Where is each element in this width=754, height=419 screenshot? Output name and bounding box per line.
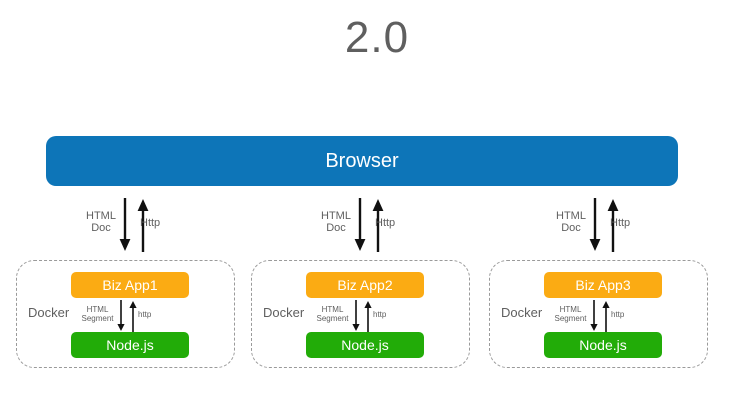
html-doc-label-1: HTML Doc: [80, 210, 122, 234]
html-segment-label-3: HTML Segment: [550, 305, 591, 323]
bidirectional-arrow-icon-1: [119, 198, 149, 252]
html-doc-label-3-line1: HTML: [556, 210, 586, 222]
biz-app-label-1: Biz App1: [102, 277, 158, 293]
html-segment-label-2-line2: Segment: [316, 314, 349, 323]
nodejs-node-2[interactable]: Node.js: [306, 332, 424, 358]
browser-node[interactable]: Browser: [46, 136, 678, 186]
inner-http-label-2: http: [373, 310, 387, 319]
biz-app-node-2[interactable]: Biz App2: [306, 272, 424, 298]
browser-link-group-3: HTML Doc Http: [538, 196, 688, 256]
http-label-1: Http: [140, 217, 161, 229]
html-doc-label-3-line2: Doc: [561, 222, 581, 234]
html-segment-label-1-line2: Segment: [81, 314, 114, 323]
docker-label-2: Docker: [263, 305, 305, 320]
biz-app-label-3: Biz App3: [575, 277, 631, 293]
nodejs-label-2: Node.js: [341, 337, 389, 353]
docker-container-3: Docker Biz App3 HTML Segment http Node.j…: [489, 260, 708, 368]
browser-link-group-1: HTML Doc Http: [68, 196, 218, 256]
docker-label-1: Docker: [28, 305, 70, 320]
biz-app-node-1[interactable]: Biz App1: [71, 272, 189, 298]
docker-container-2: Docker Biz App2 HTML Segment http Node.j…: [251, 260, 470, 368]
inner-link-group-3: HTML Segment http: [550, 299, 660, 332]
inner-link-group-2: HTML Segment http: [312, 299, 422, 332]
inner-bidirectional-arrow-icon-2: [352, 300, 372, 332]
diagram-title: 2.0: [344, 13, 410, 62]
inner-bidirectional-arrow-icon-1: [117, 300, 137, 332]
html-segment-label-1-line1: HTML: [86, 305, 109, 314]
inner-http-label-1: http: [138, 310, 152, 319]
html-segment-label-2-line1: HTML: [321, 305, 344, 314]
inner-link-group-1: HTML Segment http: [77, 299, 187, 332]
http-label-3: Http: [610, 217, 631, 229]
html-doc-label-3: HTML Doc: [550, 210, 592, 234]
bidirectional-arrow-icon-2: [354, 198, 384, 252]
nodejs-node-3[interactable]: Node.js: [544, 332, 662, 358]
browser-link-group-2: HTML Doc Http: [303, 196, 453, 256]
html-segment-label-3-line1: HTML: [559, 305, 582, 314]
html-doc-label-2-line1: HTML: [321, 210, 351, 222]
browser-node-label: Browser: [325, 149, 399, 172]
html-doc-label-1-line2: Doc: [91, 222, 111, 234]
docker-container-1: Docker Biz App1 HTML Segment http Node.j…: [16, 260, 235, 368]
http-label-2: Http: [375, 217, 396, 229]
html-segment-label-2: HTML Segment: [312, 305, 353, 323]
html-segment-label-3-line2: Segment: [554, 314, 587, 323]
html-doc-label-2-line2: Doc: [326, 222, 346, 234]
inner-bidirectional-arrow-icon-3: [590, 300, 610, 332]
docker-label-3: Docker: [501, 305, 543, 320]
nodejs-node-1[interactable]: Node.js: [71, 332, 189, 358]
biz-app-node-3[interactable]: Biz App3: [544, 272, 662, 298]
html-doc-label-1-line1: HTML: [86, 210, 116, 222]
nodejs-label-3: Node.js: [579, 337, 627, 353]
inner-http-label-3: http: [611, 310, 625, 319]
html-doc-label-2: HTML Doc: [315, 210, 357, 234]
html-segment-label-1: HTML Segment: [77, 305, 118, 323]
biz-app-label-2: Biz App2: [337, 277, 393, 293]
bidirectional-arrow-icon-3: [589, 198, 619, 252]
nodejs-label-1: Node.js: [106, 337, 154, 353]
